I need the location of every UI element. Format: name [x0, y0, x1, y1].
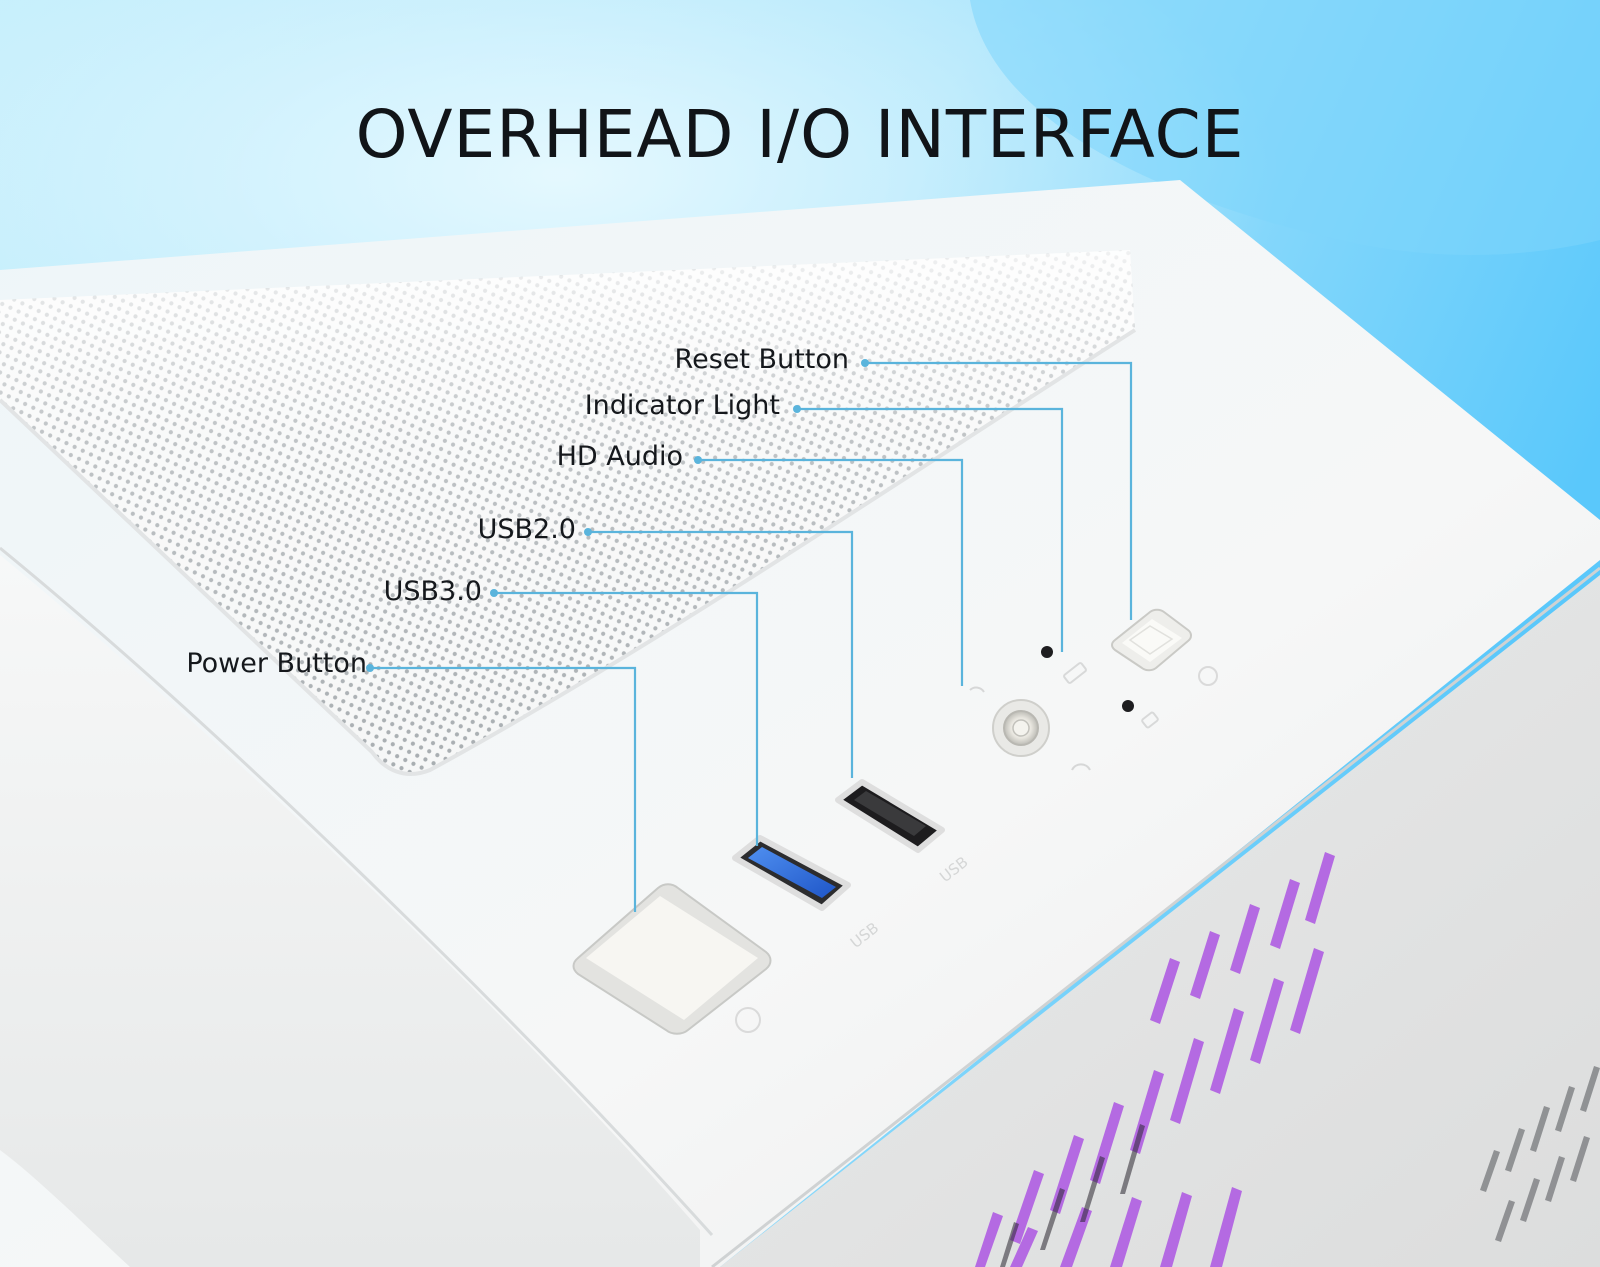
callout-usb3: USB3.0 [383, 576, 482, 607]
callout-usb2: USB2.0 [477, 514, 576, 545]
callout-lines [370, 361, 1133, 912]
usb3-port [732, 835, 851, 911]
callout-hd-audio: HD Audio [556, 441, 683, 472]
reset-button [1111, 608, 1192, 672]
callout-dots [366, 359, 869, 672]
callout-reset-button: Reset Button [674, 344, 849, 375]
reset-icon [1198, 666, 1218, 686]
indicator-light-1 [1041, 646, 1053, 658]
sky-wave [970, 0, 1600, 255]
callout-indicator-light: Indicator Light [584, 390, 780, 421]
power-icon [735, 1007, 761, 1033]
page-title: OVERHEAD I/O INTERFACE [355, 96, 1245, 173]
hd-audio-jack [992, 699, 1050, 757]
case-side-panel [720, 575, 1600, 1267]
side-vent-slots [975, 852, 1335, 1267]
indicator-light-2 [1122, 700, 1134, 712]
side-vent-grey [1480, 1066, 1600, 1242]
case-front-rim [0, 555, 700, 1267]
usb2-port [835, 779, 945, 853]
headphone-icon [969, 686, 1091, 771]
power-button [572, 883, 772, 1035]
callout-power-button: Power Button [186, 648, 367, 679]
